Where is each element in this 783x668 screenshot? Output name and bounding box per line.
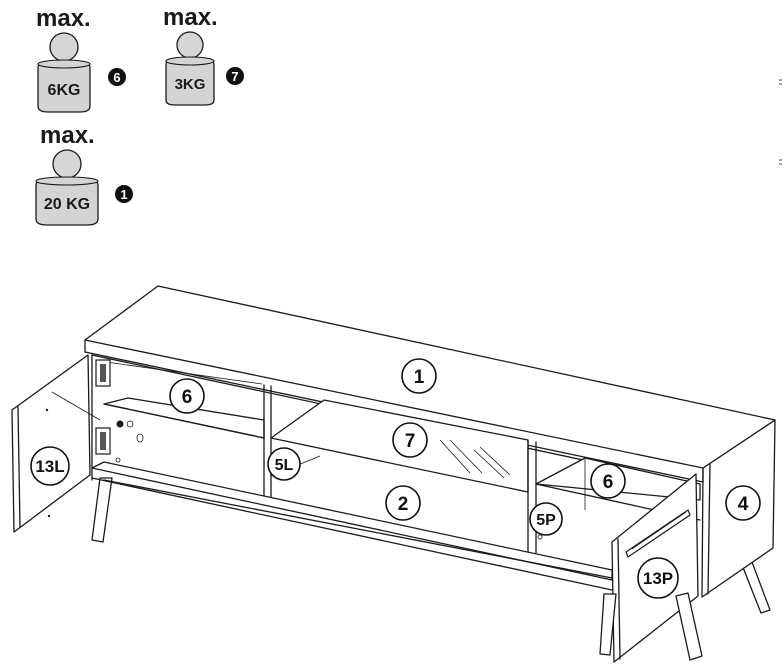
callout-number: 13P (643, 569, 673, 588)
weight-value: 6KG (48, 82, 81, 99)
max-label: max. (163, 4, 218, 31)
part-number-badge (108, 68, 126, 86)
callout-number: 7 (405, 431, 416, 452)
callout-shelf-left-6: 6 (169, 378, 205, 414)
callout-shelf-right-6: 6 (590, 463, 626, 499)
callout-number: 1 (414, 367, 425, 388)
part-number-badge (115, 185, 133, 203)
hinge-icon (95, 359, 124, 455)
callout-base-2: 2 (385, 485, 421, 521)
callout-number: 5L (275, 457, 294, 474)
callout-number: 5P (536, 512, 556, 529)
callout-number: 13L (35, 457, 64, 476)
badge-number: 1 (120, 187, 127, 202)
callout-number: 6 (603, 472, 614, 493)
weight-value: 20 KG (44, 196, 90, 213)
cabinet-legs (91, 477, 771, 614)
callout-door-13p: 13P (637, 557, 679, 599)
badge-number: 7 (231, 69, 238, 84)
weight-icon (35, 149, 99, 226)
weight-icon (37, 32, 91, 113)
callout-partition-5l: 5L (267, 447, 301, 481)
badge-number: 6 (113, 70, 120, 85)
weight-icon (165, 31, 215, 106)
callout-side-4: 4 (725, 485, 761, 521)
callout-door-13l: 13L (30, 446, 70, 486)
callout-partition-5p: 5P (529, 502, 563, 536)
max-label: max. (40, 122, 95, 149)
callout-number: 2 (398, 494, 409, 515)
door-handle-icon (625, 509, 691, 558)
door-left (11, 354, 124, 533)
weight-limit-6kg: max. 6KG 6 (36, 5, 126, 113)
edge-marks (779, 79, 782, 165)
callout-glass-shelf-7: 7 (392, 422, 428, 458)
callout-number: 4 (738, 494, 749, 515)
max-label: max. (36, 5, 91, 32)
weight-limit-20kg: max. 20 KG 1 (35, 122, 133, 226)
part-number-badge (226, 67, 244, 85)
weight-limit-3kg: max. 3KG 7 (163, 4, 244, 106)
tv-cabinet (11, 285, 776, 663)
weight-value: 3KG (175, 76, 206, 93)
callout-top-1: 1 (401, 358, 437, 394)
callout-number: 6 (182, 387, 193, 408)
